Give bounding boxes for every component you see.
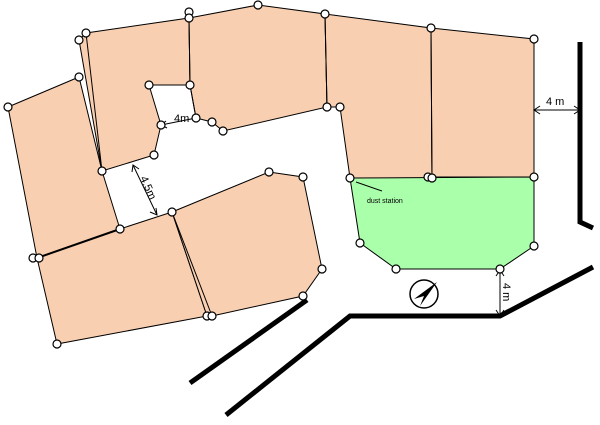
wall-bottom <box>224 264 595 417</box>
boundary-walls <box>188 42 595 417</box>
dust-station-label: dust station <box>367 198 403 205</box>
lot-top-right-2 <box>430 27 535 178</box>
lot-top-middle <box>188 4 328 132</box>
dim-inner-label: 4m <box>174 113 189 125</box>
wall-bottom-left <box>188 297 309 386</box>
lot-top-right-1 <box>324 13 433 179</box>
dim-left-gap-label: 4.5m <box>137 174 158 201</box>
dim-bottom-label: 4 m <box>500 283 512 301</box>
vertices <box>3 0 539 349</box>
north-arrow-icon <box>409 279 439 309</box>
lot-lines <box>36 13 433 317</box>
wall-right <box>577 42 595 231</box>
dust-station-area <box>349 176 535 270</box>
lot-left <box>7 76 121 259</box>
dim-right-label: 4 m <box>546 96 564 108</box>
